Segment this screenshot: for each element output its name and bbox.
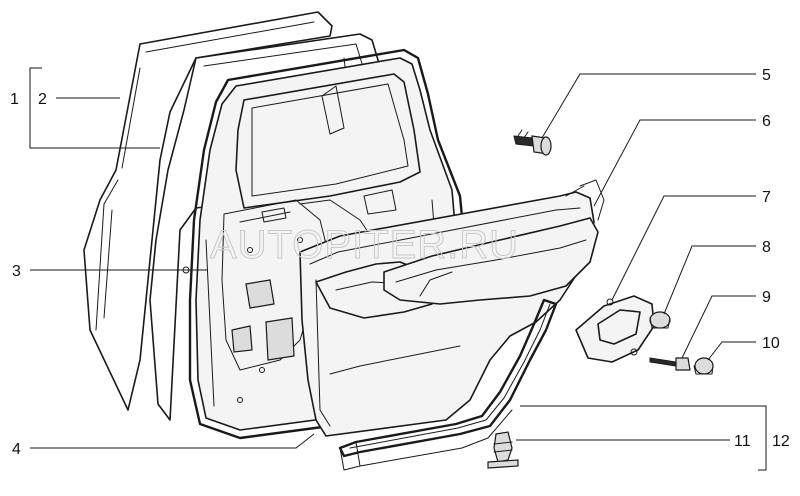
handle-bezel-part-7 (575, 295, 655, 363)
clip-part-11 (487, 431, 519, 469)
cap-part-10 (693, 357, 714, 375)
door-weatherstrip (338, 298, 558, 471)
callout-4: 4 (12, 441, 21, 458)
screw-part-9 (649, 357, 691, 371)
cap-part-8 (649, 311, 671, 329)
callout-labels: 1 2 3 4 5 6 7 8 9 10 11 12 (10, 67, 790, 458)
callout-7: 7 (762, 189, 771, 206)
callout-10: 10 (762, 335, 780, 352)
leader-lines (29, 67, 767, 471)
callout-12: 12 (772, 433, 790, 450)
callout-8: 8 (762, 239, 771, 256)
armrest (383, 179, 605, 305)
screw-part-5 (513, 129, 552, 156)
callout-6: 6 (762, 113, 771, 130)
callout-3: 3 (12, 263, 21, 280)
callout-2: 2 (38, 91, 47, 108)
callout-9: 9 (762, 289, 771, 306)
callout-11: 11 (734, 433, 751, 450)
callout-1: 1 (10, 91, 19, 108)
callout-5: 5 (762, 67, 771, 84)
watermark: AUTOPITER.RU (210, 223, 519, 267)
door-outer-shell (83, 11, 333, 411)
